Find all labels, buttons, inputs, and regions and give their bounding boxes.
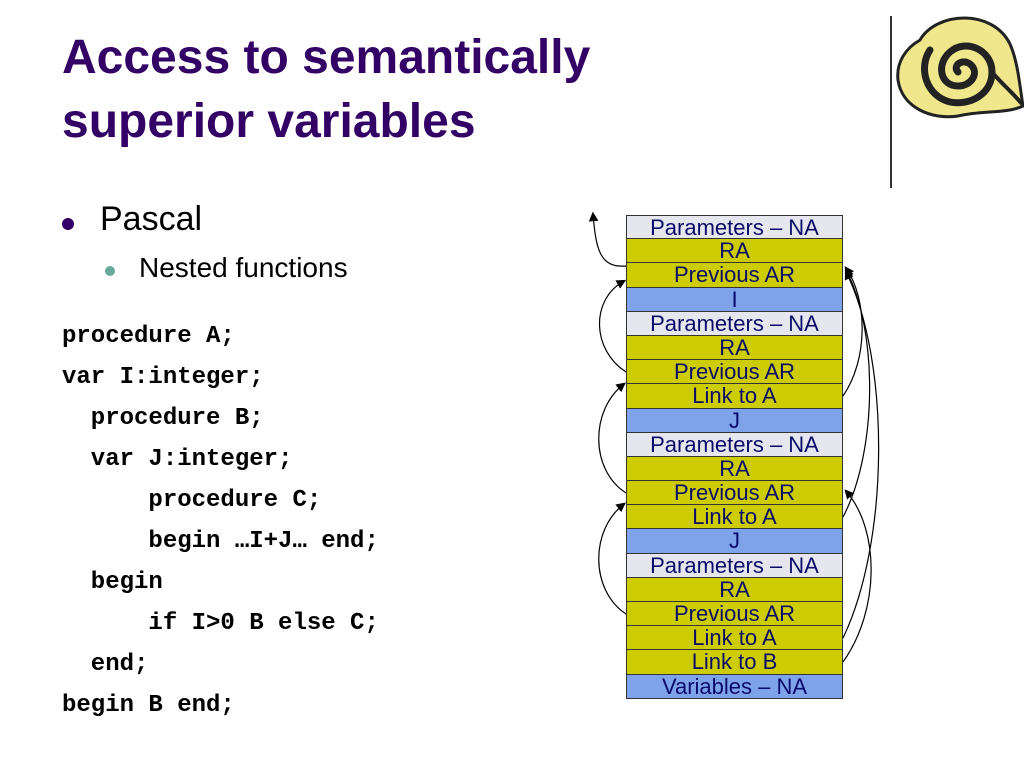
code-line: procedure C; bbox=[62, 487, 322, 514]
previous-ar-arrow bbox=[598, 502, 627, 615]
activation-record-stack: Parameters – NA RA Previous AR I Paramet… bbox=[626, 215, 843, 699]
stack-cell: Variables – NA bbox=[626, 674, 843, 699]
spiral-shell-icon bbox=[896, 16, 1024, 119]
vertical-divider bbox=[890, 16, 892, 188]
stack-cell: J bbox=[626, 529, 843, 554]
bullet-pascal-label: Pascal bbox=[100, 200, 203, 238]
link-to-a-arrow bbox=[842, 267, 871, 518]
code-line: begin …I+J… end; bbox=[62, 528, 379, 555]
code-line: var J:integer; bbox=[62, 446, 293, 473]
title-line-1: Access to semantically bbox=[62, 31, 591, 84]
previous-ar-arrow bbox=[588, 211, 627, 267]
code-line: begin B end; bbox=[62, 692, 235, 719]
stack-cell: RA bbox=[626, 335, 843, 361]
code-line: procedure A; bbox=[62, 323, 235, 350]
stack-cell: RA bbox=[626, 239, 843, 264]
stack-cell: Parameters – NA bbox=[626, 553, 843, 578]
page-title: Access to semantically superior variable… bbox=[62, 26, 782, 154]
code-block: procedure A; var I:integer; procedure B;… bbox=[62, 316, 379, 726]
link-to-b-arrow bbox=[842, 489, 872, 663]
stack-cell: Previous AR bbox=[626, 360, 843, 385]
stack-cell: J bbox=[626, 408, 843, 433]
stack-cell: Parameters – NA bbox=[626, 432, 843, 457]
stack-cell: Parameters – NA bbox=[626, 311, 843, 336]
stack-cell: RA bbox=[626, 577, 843, 602]
code-line: end; bbox=[62, 651, 149, 678]
code-line: procedure B; bbox=[62, 405, 264, 432]
stack-cell: Link to A bbox=[626, 505, 843, 530]
stack-cell: Link to B bbox=[626, 650, 843, 675]
code-line: begin bbox=[62, 569, 163, 596]
stack-cell: Previous AR bbox=[626, 481, 843, 506]
code-line: if I>0 B else C; bbox=[62, 610, 379, 637]
previous-ar-arrow bbox=[598, 382, 627, 494]
previous-ar-arrow bbox=[598, 279, 627, 373]
stack-cell: Previous AR bbox=[626, 602, 843, 627]
stack-cell: Previous AR bbox=[626, 263, 843, 288]
stack-cell: RA bbox=[626, 456, 843, 482]
code-line: var I:integer; bbox=[62, 364, 264, 391]
stack-cell: Link to A bbox=[626, 384, 843, 409]
stack-cell: Parameters – NA bbox=[626, 215, 843, 240]
stack-cell: Link to A bbox=[626, 626, 843, 651]
sub-bullet-nested-functions: Nested functions bbox=[139, 252, 348, 283]
link-to-a-arrow bbox=[842, 269, 880, 639]
bullet-dot bbox=[62, 218, 74, 230]
sub-bullet-dot bbox=[105, 266, 115, 276]
link-to-a-arrow bbox=[842, 266, 863, 397]
stack-cell: I bbox=[626, 287, 843, 312]
title-line-2: superior variables bbox=[62, 95, 476, 148]
